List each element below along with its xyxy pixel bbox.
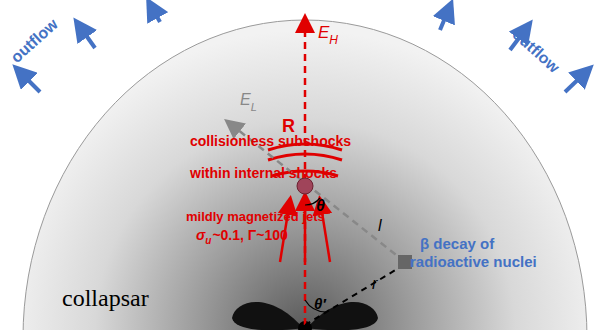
collapsar-label: collapsar (62, 286, 149, 310)
shock-label: collisionless subshocks (190, 134, 351, 148)
jet-label: ~0.1, Γ~100 (212, 228, 287, 242)
energy-symbol: E (240, 92, 251, 108)
distance-label: l (378, 218, 382, 234)
outflow-label: outflow (509, 26, 562, 76)
decay-label: β decay of (420, 236, 494, 251)
angle-label: θ′ (314, 296, 326, 311)
radius-label: R (282, 117, 295, 135)
decay-site (398, 255, 412, 269)
emission-point (297, 178, 313, 194)
energy-subscript: H (329, 34, 338, 46)
decay-label: radioactive nuclei (410, 254, 537, 269)
outflow-label: outflow (8, 16, 61, 66)
jet-label: u (205, 236, 211, 246)
jet-label: mildly magnetized jets (186, 210, 325, 223)
radius-label: r (372, 276, 377, 292)
energy-subscript: L (251, 102, 257, 113)
energy-symbol: E (318, 24, 329, 41)
jet-label: σ (196, 228, 205, 242)
outflow-arrows (18, 4, 588, 92)
shock-label: within internal shocks (190, 166, 337, 180)
radius-line (305, 266, 402, 325)
